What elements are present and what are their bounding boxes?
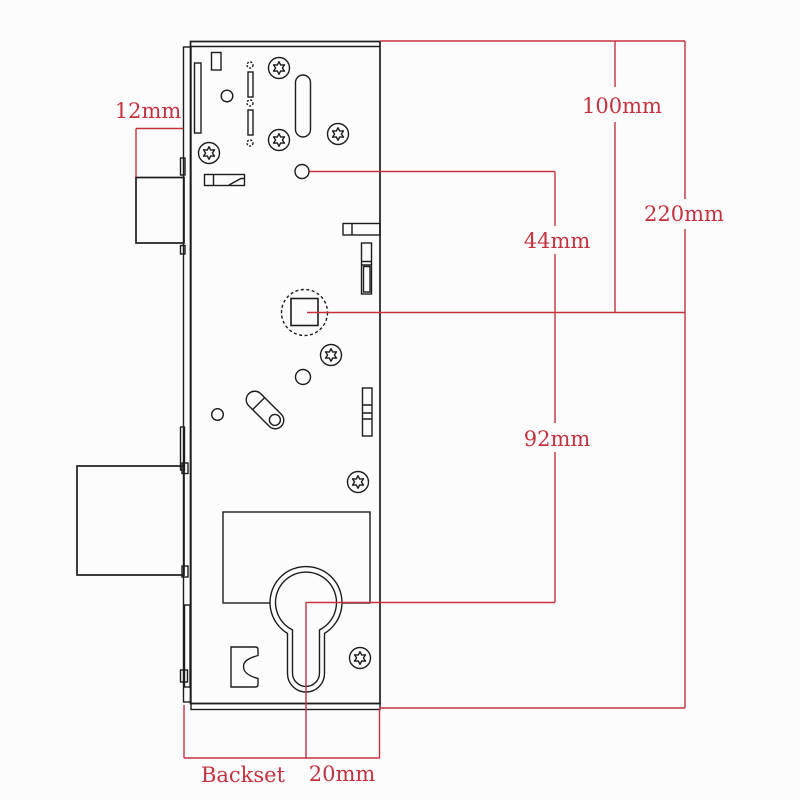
mount-slot	[193, 62, 202, 134]
dimension-label-12mm: 12mm	[115, 99, 182, 123]
right-edge-slot	[361, 387, 373, 437]
lever-pin	[245, 390, 285, 430]
faceplate-tab	[181, 565, 189, 578]
faceplate-strip	[179, 426, 186, 471]
torx-screw-icon	[348, 646, 372, 670]
torx-screw-icon	[326, 122, 350, 146]
latch-bolt	[135, 176, 185, 244]
case-bottom-lip	[190, 702, 381, 711]
faceplate	[182, 46, 192, 703]
dimension-label-44mm: 44mm	[524, 229, 591, 253]
torx-screw-icon	[197, 141, 221, 165]
dim-line-bottom-right	[378, 707, 685, 758]
torx-screw-icon	[319, 343, 343, 367]
mount-slot	[210, 51, 222, 71]
pin-hole	[246, 139, 254, 147]
dimension-lines	[135, 40, 686, 759]
lock-body	[76, 40, 381, 711]
oblong-slot	[294, 74, 312, 138]
faceplate-tab	[179, 669, 189, 683]
dimension-label-92mm: 92mm	[524, 427, 591, 451]
dim-line-backset	[183, 705, 380, 759]
torx-screw-icon	[267, 128, 291, 152]
latch-holdback-slider	[203, 173, 246, 187]
mechanism-hole	[294, 368, 312, 386]
euro-cylinder-cutout-inner	[274, 571, 338, 688]
dimension-label-100mm: 100mm	[582, 94, 662, 118]
right-edge-tab	[342, 222, 381, 236]
pin-hole	[246, 61, 254, 69]
pin-hole	[246, 99, 254, 107]
dimension-label-20mm: 20mm	[309, 762, 376, 786]
faceplate-tab	[179, 244, 186, 255]
dim-line-12mm	[135, 127, 184, 177]
screw-hole	[220, 89, 234, 103]
mechanism-hole	[210, 408, 224, 422]
dimension-labels: 12mm 100mm 220mm 44mm 92mm Backset 20mm	[115, 94, 724, 787]
deadbolt	[76, 465, 185, 576]
reference-hole	[294, 163, 310, 180]
adjust-slot	[247, 109, 254, 136]
faceplate-bottom-strip	[183, 604, 191, 688]
dimension-label-220mm: 220mm	[644, 202, 724, 226]
dimension-label-backset: Backset	[201, 763, 286, 787]
faceplate-tab	[179, 157, 186, 176]
torx-screw-icon	[346, 470, 370, 494]
adjust-slot	[247, 71, 254, 98]
right-edge-slot	[360, 242, 373, 295]
retainer-cutout	[230, 646, 259, 688]
torx-screw-icon	[267, 56, 291, 80]
